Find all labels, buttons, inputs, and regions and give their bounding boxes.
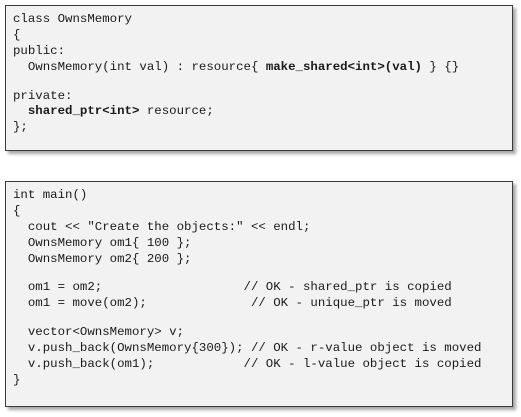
code-line: }; [13,120,28,135]
code-line [13,267,512,280]
code-line: int main() [13,188,88,202]
code-line: OwnsMemory om1{ 100 }; [13,235,192,250]
bold-code-token: make_shared<int>(val) [265,59,422,74]
bold-code-token: shared_ptr<int> [27,104,140,119]
code-line: OwnsMemory(int val) : resource{ make_sha… [13,59,460,74]
class-code-block: class OwnsMemory { public: OwnsMemory(in… [5,5,513,151]
code-line: public: [13,43,66,58]
code-line [13,76,512,89]
code-line: om1 = om2; // OK - shared_ptr is copied [13,280,452,295]
code-line: OwnsMemory om2{ 200 }; [13,251,192,266]
code-line: vector<OwnsMemory> v; [13,325,185,340]
code-line: class OwnsMemory [13,12,132,26]
code-line: { [13,203,21,218]
code-line: v.push_back(om1); // OK - l-value object… [13,357,482,372]
code-line: private: [13,88,73,103]
code-line: } [13,372,21,387]
code-line [13,312,512,325]
code-line: cout << "Create the objects:" << endl; [13,219,311,234]
code-line: v.push_back(OwnsMemory{300}); // OK - r-… [13,341,482,356]
main-code-block: int main() { cout << "Create the objects… [5,181,513,407]
code-line: om1 = move(om2); // OK - unique_ptr is m… [13,296,452,311]
code-line: { [13,27,21,42]
code-line: shared_ptr<int> resource; [27,104,214,119]
